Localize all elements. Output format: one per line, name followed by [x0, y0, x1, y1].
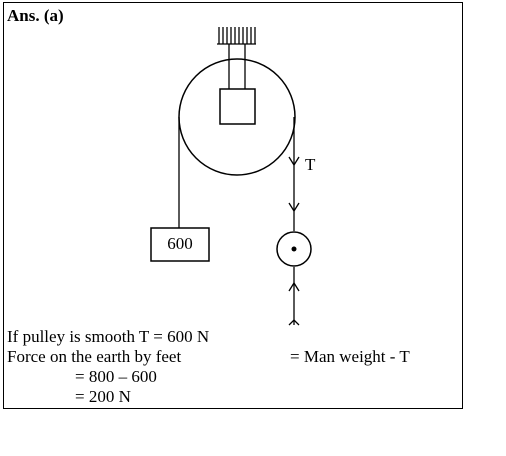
- axle-block: [219, 88, 256, 125]
- answer-frame: [3, 2, 463, 409]
- solution-line-3: = 800 – 600: [75, 367, 157, 386]
- hanger-rods: [228, 44, 246, 89]
- tension-label: T: [305, 155, 316, 174]
- man-dot: [291, 246, 297, 252]
- reaction-arrow-up: [288, 281, 300, 292]
- reaction-arrow-tail: [288, 319, 300, 326]
- ceiling-support: [217, 27, 256, 45]
- solution-line-2-left: Force on the earth by feet: [7, 347, 182, 366]
- solution-line-2-right: = Man weight - T: [290, 347, 410, 366]
- answer-heading: Ans. (a): [7, 6, 64, 25]
- tension-arrow-1: [288, 156, 300, 167]
- solution-line-4: = 200 N: [75, 387, 131, 406]
- tension-arrow-2: [288, 202, 300, 213]
- solution-line-1: If pulley is smooth T = 600 N: [7, 327, 210, 346]
- block-label: 600: [167, 234, 193, 253]
- hanging-block: [150, 227, 210, 262]
